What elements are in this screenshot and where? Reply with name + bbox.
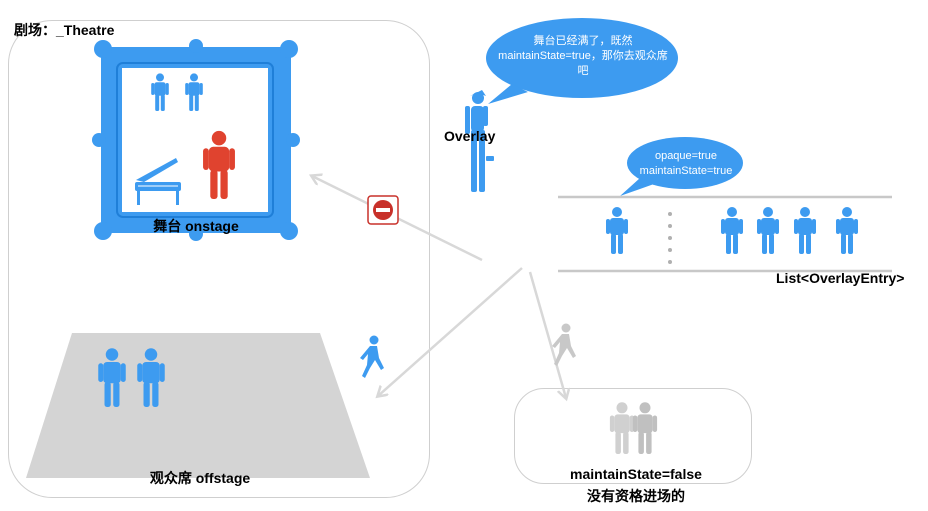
list-entry-2 [721, 207, 743, 254]
overlay-speech-bubble [486, 18, 678, 104]
offstage-label: 观众席 offstage [149, 470, 251, 486]
walking-person-icon [360, 335, 384, 378]
list-entry-3 [757, 207, 779, 254]
no-entry-icon [367, 195, 399, 225]
overlay-speech-line-2: maintainState=true，那你去观众席 [498, 50, 668, 62]
excluded-label-state: maintainState=false [570, 466, 702, 482]
excluded-label-desc: 没有资格进场的 [587, 488, 685, 504]
entry-speech-line-1: opaque=true [654, 150, 718, 162]
excluded-container [514, 388, 752, 484]
overlay-speech-line-3: 吧 [577, 65, 589, 77]
entry-speech-text: opaque=true maintainState=true [627, 149, 745, 179]
list-entry-5 [836, 207, 858, 254]
excluded-person-1 [609, 402, 635, 454]
list-label: List<OverlayEntry> [776, 270, 905, 286]
overlay-figure [465, 90, 494, 192]
overlay-speech-text: 舞台已经满了，既然 maintainState=true，那你去观众席 吧 [486, 34, 680, 79]
entry-speech-line-2: maintainState=true [639, 165, 733, 177]
theatre-label: 剧场：_Theatre [14, 22, 115, 38]
overlay-speech-line-1: 舞台已经满了，既然 [533, 35, 633, 47]
arrow-to-excluded [528, 271, 566, 398]
picture-frame-icon [92, 39, 300, 241]
arrow-to-offstage [378, 267, 523, 396]
list-ellipsis [668, 212, 672, 264]
entry-speech-bubble [620, 137, 743, 196]
excluded-person-2 [632, 402, 658, 454]
list-entry-4 [794, 207, 816, 254]
offstage-floor [26, 333, 370, 478]
theatre-container [8, 20, 430, 498]
list-entry-1 [606, 207, 628, 254]
piano-icon [135, 158, 181, 205]
overlay-label: Overlay [444, 128, 496, 144]
stage-label: 舞台 onstage [153, 218, 239, 234]
